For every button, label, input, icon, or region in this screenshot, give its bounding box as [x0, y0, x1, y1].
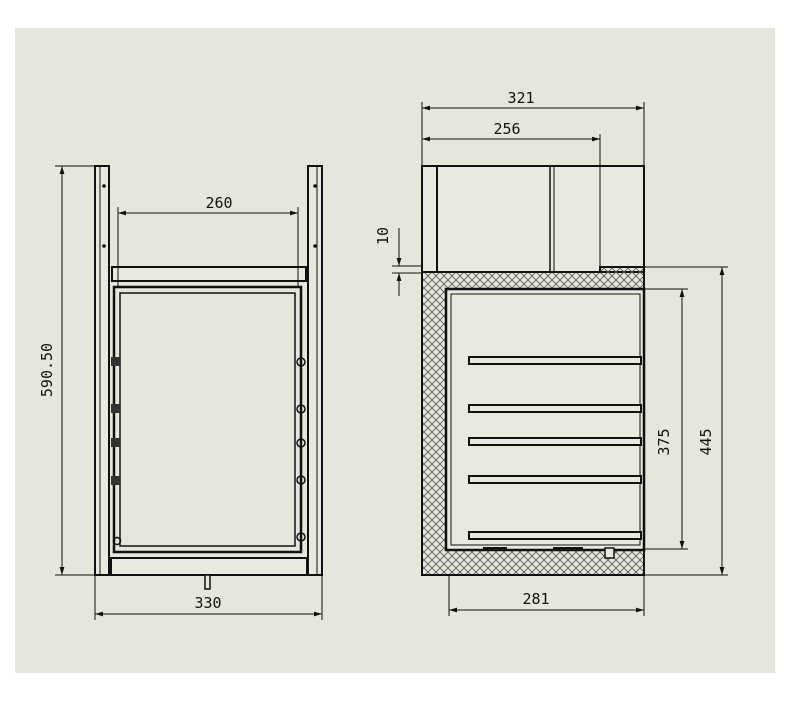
side-shelf-4 — [468, 475, 642, 484]
side-upper-box — [421, 165, 645, 273]
sheet-background — [15, 28, 775, 673]
dim-side-top-thickness: 10 — [374, 227, 392, 245]
front-base — [110, 557, 308, 576]
front-right-post — [307, 165, 323, 576]
front-top-frame — [111, 266, 307, 282]
dim-side-inner-height: 375 — [655, 428, 673, 455]
side-inner-cavity — [444, 287, 646, 552]
side-shelf-2 — [468, 404, 642, 413]
front-view — [94, 165, 323, 590]
front-left-post — [94, 165, 110, 576]
front-dimensions — [55, 165, 323, 620]
front-door-inner — [119, 292, 296, 547]
dim-side-inner-depth: 281 — [522, 590, 549, 608]
side-view — [421, 165, 646, 576]
side-shelf-3 — [468, 437, 642, 446]
dim-front-outer-width: 330 — [194, 594, 221, 612]
dim-side-upper-depth: 256 — [493, 120, 520, 138]
dim-front-total-height: 590.50 — [38, 343, 56, 397]
side-shelf-5 — [468, 531, 642, 540]
front-door-outer — [112, 285, 303, 554]
dim-front-inner-width: 260 — [205, 194, 232, 212]
dim-side-total-depth: 321 — [507, 89, 534, 107]
dim-side-outer-height: 445 — [697, 428, 715, 455]
front-foot — [204, 574, 211, 590]
side-dimensions — [392, 102, 728, 616]
side-shelf-1 — [468, 356, 642, 365]
